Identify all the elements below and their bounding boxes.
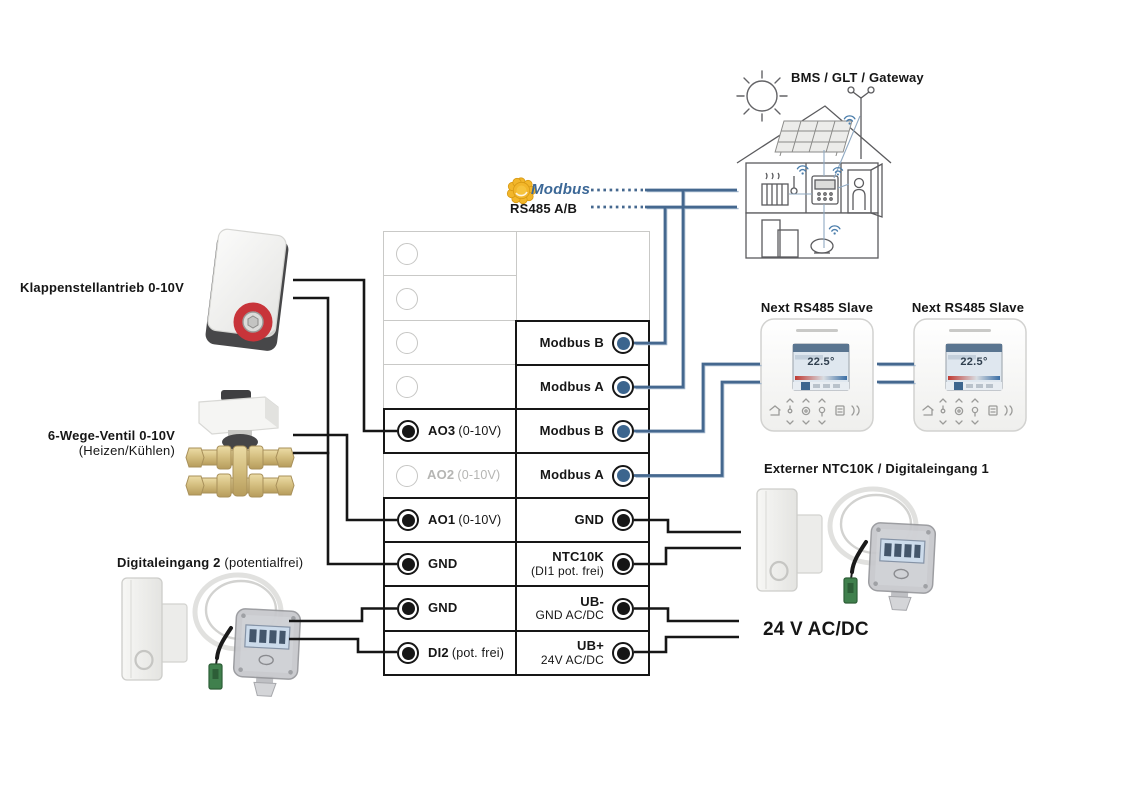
terminal-ring xyxy=(612,597,634,620)
person-door-icon xyxy=(847,162,883,218)
antenna-icon xyxy=(847,86,875,159)
door-contact-image-ntc xyxy=(755,487,824,593)
terminal-ring xyxy=(612,509,634,531)
control-panel-icon xyxy=(811,175,839,205)
terminal-ring xyxy=(396,332,418,354)
sun-icon xyxy=(736,70,788,122)
rs485-label: RS485 A/B xyxy=(510,201,578,216)
wire-di2-b xyxy=(289,637,397,654)
cable-sensor-image-di2 xyxy=(195,575,301,698)
terminal-ring xyxy=(397,509,419,531)
door-contact-image-di2 xyxy=(120,576,189,682)
terminal-ring xyxy=(396,287,418,310)
damper-actuator-image xyxy=(204,228,289,352)
rs485-slave-device-1 xyxy=(760,318,874,432)
terminal-cell-gnd-right: GND xyxy=(515,497,650,543)
terminal-ring xyxy=(396,464,418,487)
terminal-cell-unused-2 xyxy=(383,275,517,322)
terminal-cell-unused-3 xyxy=(383,320,517,366)
terminal-ring xyxy=(396,376,418,398)
solar-panel-icon xyxy=(774,120,853,156)
slave2-label: Next RS485 Slave xyxy=(911,300,1025,315)
di2-label: Digitaleingang 2 (potentialfrei) xyxy=(117,555,304,570)
terminal-ring xyxy=(397,553,419,575)
wire-gnd-ntc xyxy=(634,518,741,534)
power-supply-label: 24 V AC/DC xyxy=(763,619,869,640)
bms-gateway-label: BMS / GLT / Gateway xyxy=(791,70,924,85)
ntc-di1-label: Externer NTC10K / Digitaleingang 1 xyxy=(764,461,989,476)
wire-modbus-a-slave xyxy=(634,380,760,477)
terminal-ring xyxy=(397,420,419,442)
terminal-cell-gnd-1: GND xyxy=(383,541,517,587)
terminal-ring xyxy=(612,332,634,354)
terminal-ring xyxy=(612,553,634,575)
slave1-label: Next RS485 Slave xyxy=(760,300,874,315)
wire-valve-signal xyxy=(293,433,397,522)
valve-label: 6-Wege-Ventil 0-10V (Heizen/Kühlen) xyxy=(47,428,175,458)
terminal-cell-ao2: AO2(0-10V) xyxy=(383,452,517,499)
terminal-cell-ub-minus: UB-GND AC/DC xyxy=(515,585,650,632)
six-way-valve-image xyxy=(185,389,295,498)
smart-home-links xyxy=(789,115,861,248)
wifi-icon xyxy=(843,115,856,126)
wire-ntc10k xyxy=(634,546,741,566)
wire-actuator-gnd xyxy=(293,296,397,566)
terminal-cell-gnd-2: GND xyxy=(383,585,517,632)
boiler-icon xyxy=(761,219,834,258)
terminal-cell-ub-plus: UB+24V AC/DC xyxy=(515,630,650,676)
wire-actuator-signal xyxy=(293,278,397,433)
thermometer-icon xyxy=(790,176,798,195)
actuator-label: Klappenstellantrieb 0-10V xyxy=(20,280,184,295)
wire-modbus-b-slave xyxy=(634,362,760,433)
smart-house-illustration xyxy=(736,86,892,259)
terminal-cell-di2: DI2(pot. frei) xyxy=(383,630,517,676)
terminal-cell-modbus-b-bus: Modbus B xyxy=(515,320,650,366)
rs485-slave-device-2 xyxy=(913,318,1027,432)
modbus-logo-text: Modbus xyxy=(531,181,591,198)
terminal-cell-ntc10k: NTC10K(DI1 pot. frei) xyxy=(515,541,650,587)
terminal-ring xyxy=(612,376,634,398)
cable-sensor-image-ntc xyxy=(830,489,936,612)
terminal-cell-unused-4 xyxy=(383,364,517,410)
terminal-cell-modbus-a-bus: Modbus A xyxy=(515,364,650,410)
terminal-cell-empty-right xyxy=(515,231,650,322)
terminal-ring xyxy=(397,642,419,664)
terminal-cell-ao3: AO3(0-10V) xyxy=(383,408,517,454)
terminal-ring xyxy=(396,243,418,265)
wifi-icon xyxy=(828,225,841,236)
wire-di2-a xyxy=(289,607,397,623)
wifi-icon xyxy=(832,167,844,177)
terminal-ring xyxy=(612,420,634,442)
terminal-ring xyxy=(612,464,634,487)
slave1-screen-temperature: 22.5° xyxy=(807,356,835,368)
terminal-cell-ao1: AO1(0-10V) xyxy=(383,497,517,543)
radiator-icon xyxy=(761,172,789,206)
terminal-ring xyxy=(612,642,634,664)
wifi-icon xyxy=(796,165,809,176)
terminal-ring xyxy=(397,597,419,620)
slave2-screen-temperature: 22.5° xyxy=(960,356,988,368)
terminal-cell-modbus-a-slave: Modbus A xyxy=(515,452,650,499)
terminal-cell-modbus-b-slave: Modbus B xyxy=(515,408,650,454)
terminal-cell-unused-1 xyxy=(383,231,517,277)
